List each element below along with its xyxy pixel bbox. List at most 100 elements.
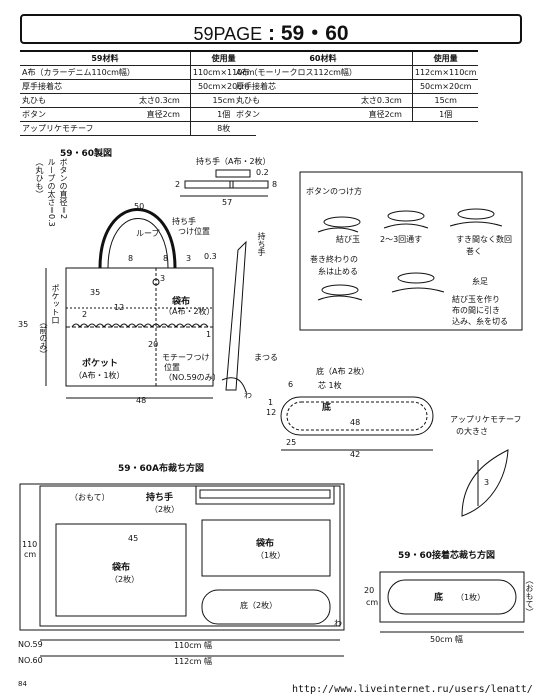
bag-handle-length: 50 [134, 202, 145, 211]
layout-a-fold: わ [334, 619, 342, 628]
material-name: ボタン [20, 107, 137, 122]
material-qty: 1個 [411, 107, 479, 122]
material-name: A布（カラーデニム110cm幅） [20, 65, 137, 80]
title-separator: : [268, 22, 275, 45]
handle-strip-detail [215, 169, 251, 178]
page-title: 59PAGE : 59・60 [22, 17, 520, 47]
bag-dim-35: 35 [90, 288, 101, 297]
howto-step-3: すき間なく数回 [456, 235, 512, 244]
howto-step-3b: 巻く [466, 247, 482, 256]
button-diameter-label: ボタンの直径＝2 [59, 158, 68, 220]
material-name: 丸ひも [234, 93, 359, 108]
handle-vertical-label: 持ち手 [257, 232, 266, 256]
title-page: 59PAGE [193, 24, 263, 44]
bag-dim-1: 1 [206, 330, 212, 339]
howto-step-4b: 糸は止める [318, 267, 358, 276]
motif-scallops [71, 323, 209, 328]
material-qty: 112cm×110cm [411, 65, 479, 80]
bag-width: 48 [136, 396, 147, 405]
pocket-label: ポケット [82, 359, 119, 369]
bag-dim-8a: 8 [128, 254, 134, 263]
material-size [358, 65, 413, 80]
layout-b-bottom-qty: （1枚） [456, 593, 486, 602]
button-mark [152, 278, 160, 286]
layout-a-handle-strip [199, 489, 331, 499]
layout-b-cm: cm [366, 598, 379, 607]
layout-a-bag1-qty: （2枚） [110, 575, 140, 584]
applique-note: アップリケモチーフ [450, 415, 522, 424]
layout-a-fabric [39, 485, 341, 627]
bag-dim-3b: 3 [160, 274, 166, 283]
bag-handle-inner [107, 218, 169, 269]
layout-b-dim-20: 20 [364, 586, 375, 595]
watermark-url[interactable]: http://www.liveinternet.ru/users/lenatt/ [292, 684, 533, 695]
bottom-dim-1: 1 [268, 398, 274, 407]
layout-b-width: 50cm 幅 [430, 635, 463, 644]
handle-title: 持ち手（A布・2枚） [196, 157, 271, 166]
loop-label: ループ [136, 229, 160, 238]
handle-dim-top: 0.2 [256, 168, 269, 177]
bottom-label: 底 [322, 403, 332, 413]
button-fabric-lines [317, 221, 503, 301]
howto-step-5c: 込み、糸を切る [452, 317, 508, 326]
materials-60-usage-header: 使用量 [411, 50, 479, 66]
handle-dim-bottom: 57 [222, 198, 233, 207]
button-step3-shape [457, 208, 495, 220]
material-size: 太さ0.3cm [136, 93, 191, 108]
bag-dim-20: 20 [148, 340, 159, 349]
page-number: 84 [18, 680, 27, 688]
title-numbers: 59・60 [280, 22, 349, 45]
layout-a-bag-2 [201, 519, 331, 577]
howto-step-1: 結び玉 [336, 235, 360, 244]
material-size: 直径2cm [358, 107, 413, 122]
material-size [136, 121, 191, 136]
bottom-dim-6: 6 [288, 380, 294, 389]
material-name: アップリケモチーフ [20, 121, 137, 136]
layout-a-handle-label: 持ち手 [146, 493, 174, 503]
materials-60-table: 60材料 使用量 A布（モーリークロス112cm幅）112cm×110cm 厚手… [234, 50, 479, 122]
bag-dim-8b: 8 [163, 254, 169, 263]
material-size: 直径2cm [136, 107, 191, 122]
button-step5-shape [397, 272, 435, 284]
material-name: A布（モーリークロス112cm幅） [234, 65, 359, 80]
bottom-piece-inner [286, 401, 428, 431]
bottom-dim-12: 12 [266, 408, 277, 417]
material-qty: 15cm [411, 93, 479, 108]
sewing-section-title: 59・60製図 [60, 149, 113, 159]
material-qty: 50cm×20cm [411, 79, 479, 94]
layout-b-bottom-label: 底 [434, 593, 444, 603]
handle-dim-left: 2 [175, 180, 181, 189]
material-size [136, 79, 191, 94]
bag-dim-2: 2 [82, 310, 88, 319]
layout-a-omote: （おもて） [70, 493, 110, 502]
material-size: 太さ0.3cm [358, 93, 413, 108]
howto-thread-shank: 糸足 [472, 277, 488, 286]
bag-dim-03: 0.3 [204, 252, 217, 261]
slipstitch-label: まつる [254, 353, 278, 362]
motif-position-label-2: 位置 [164, 363, 180, 372]
button-step1-shape [323, 216, 361, 228]
handle-position-label-2: つけ位置 [178, 227, 210, 236]
bottom-title: 底（A布 2枚） [316, 367, 370, 376]
handle-curl [221, 377, 247, 393]
motif-position-label: モチーフつけ [162, 353, 210, 362]
bag-height: 35 [18, 320, 29, 329]
layout-a-outer [19, 483, 345, 631]
layout-a-dim-45: 45 [128, 534, 139, 543]
howto-step-2: 2〜3回通す [380, 235, 423, 244]
bottom-dim-25: 25 [286, 438, 297, 447]
materials-59-title: 59材料 [20, 50, 191, 66]
handle-dim-right: 8 [272, 180, 278, 189]
layout-a-bag2-qty: （1枚） [256, 551, 286, 560]
bag-handle-outer [98, 208, 177, 269]
button-step4-shape [321, 284, 359, 296]
handle-strip-left [184, 180, 234, 189]
bag-dim-12: 12 [114, 303, 125, 312]
button-howto-title: ボタンのつけ方 [306, 187, 362, 196]
bag-label: 袋布 [172, 297, 191, 307]
button-howto-frame [299, 171, 523, 331]
